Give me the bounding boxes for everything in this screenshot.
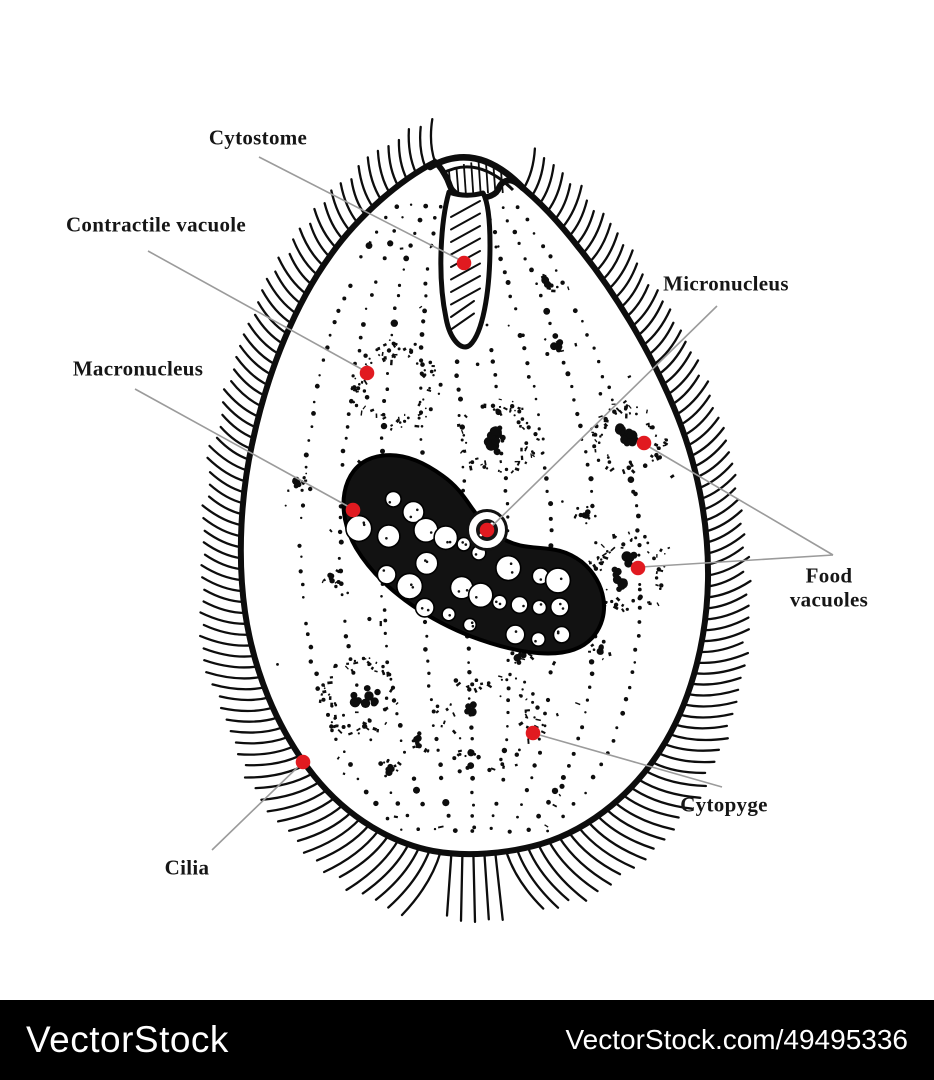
cytoplasm-specks	[276, 210, 675, 830]
label-cilia: Cilia	[164, 855, 210, 880]
label-cytostome: Cytostome	[208, 125, 308, 150]
cilia	[199, 117, 752, 924]
watermark-brand: VectorStock	[26, 1019, 229, 1060]
watermark-url: VectorStock.com/49495336	[565, 1024, 908, 1055]
markers	[295, 255, 652, 770]
ciliate-diagram	[134, 117, 834, 924]
macronucleus	[341, 453, 607, 656]
leader-lines	[134, 156, 834, 851]
watermark-bar: VectorStock VectorStock.com/49495336	[0, 1000, 934, 1080]
label-food-vacuoles: Food vacuoles	[789, 563, 869, 611]
label-micronucleus: Micronucleus	[663, 271, 789, 296]
label-cytopyge: Cytopyge	[680, 792, 768, 817]
label-macronucleus: Macronucleus	[72, 356, 204, 381]
label-contractile-vacuole: Contractile vacuole	[65, 212, 247, 237]
vacuoles	[318, 339, 669, 773]
